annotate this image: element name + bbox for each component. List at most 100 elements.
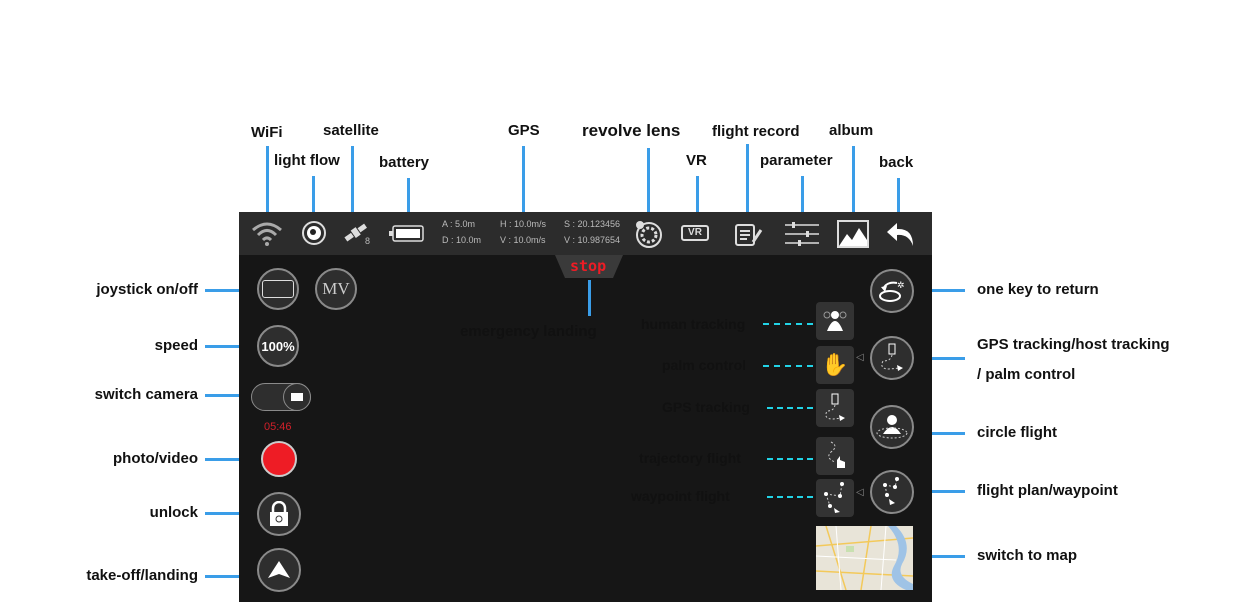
circle-flight-button[interactable] xyxy=(870,405,914,449)
distance-readout: D : 10.0m xyxy=(442,235,482,245)
stop-button[interactable] xyxy=(555,255,623,279)
light-flow-icon[interactable] xyxy=(301,220,327,246)
return-home-button[interactable]: ✲ xyxy=(870,269,914,313)
phone-path-icon xyxy=(825,393,845,421)
pointer-line xyxy=(588,280,591,316)
label-switch-map: switch to map xyxy=(977,547,1078,564)
label-speed: speed xyxy=(154,337,198,354)
flight-record-icon[interactable] xyxy=(733,220,763,248)
return-home-icon: ✲ xyxy=(879,280,905,302)
expand-arrow-icon: ◁ xyxy=(856,352,864,363)
label-circle-flight: circle flight xyxy=(977,424,1058,441)
pointer-line xyxy=(801,176,804,216)
pointer-line xyxy=(897,178,900,216)
label-parameter: parameter xyxy=(760,152,833,169)
label-flight-plan: flight plan/waypoint xyxy=(977,482,1118,499)
dashed-pointer xyxy=(767,496,813,498)
arrow-up-icon xyxy=(268,561,290,578)
battery-icon xyxy=(389,225,424,242)
label-back: back xyxy=(879,154,914,171)
wifi-icon xyxy=(252,222,282,246)
label-gps: GPS xyxy=(508,122,540,139)
pointer-line xyxy=(205,458,250,461)
album-icon[interactable] xyxy=(837,220,869,248)
label-human-tracking: human tracking xyxy=(641,316,746,332)
label-battery: battery xyxy=(379,154,430,171)
pointer-line xyxy=(205,345,250,348)
pointer-line xyxy=(913,490,965,493)
pointer-line xyxy=(266,146,269,218)
status-bar: 8 A : 5.0m D : 10.0m H : 10.0m/s V : 10.… xyxy=(239,212,932,255)
label-waypoint-flight: waypoint flight xyxy=(631,488,730,504)
record-button[interactable] xyxy=(261,441,297,477)
joystick-toggle-button[interactable] xyxy=(257,268,299,310)
pointer-line xyxy=(312,176,315,212)
label-photo-video: photo/video xyxy=(113,450,198,467)
dashed-pointer xyxy=(767,458,813,460)
pointer-line xyxy=(913,357,965,360)
label-wifi: WiFi xyxy=(251,124,283,141)
label-album: album xyxy=(829,122,874,139)
hand-icon: ✋ xyxy=(821,352,849,377)
phone-landscape-icon xyxy=(262,280,294,298)
parameter-icon[interactable] xyxy=(784,221,820,247)
stop-label[interactable]: stop xyxy=(570,257,607,275)
phone-path-icon xyxy=(881,343,903,371)
takeoff-landing-button[interactable] xyxy=(257,548,301,592)
mv-button[interactable]: MV xyxy=(315,268,357,310)
finger-path-icon xyxy=(828,441,845,468)
pointer-line xyxy=(913,289,965,292)
waypoint-plan-button[interactable] xyxy=(870,470,914,514)
camera-icon xyxy=(283,383,311,411)
label-light-flow: light flow xyxy=(274,152,340,169)
speed-button[interactable]: 100% xyxy=(257,325,299,367)
label-flight-record: flight record xyxy=(712,123,800,140)
label-return: one key to return xyxy=(977,281,1099,298)
pointer-line xyxy=(351,146,354,216)
pointer-line xyxy=(746,144,749,216)
dashed-pointer xyxy=(763,323,813,325)
unlock-button[interactable] xyxy=(257,492,301,536)
label-satellite: satellite xyxy=(323,122,379,139)
pointer-line xyxy=(696,176,699,216)
dashed-pointer xyxy=(763,365,813,367)
record-timer: 05:46 xyxy=(264,421,292,433)
satellite-icon xyxy=(344,223,367,242)
label-switch-camera: switch camera xyxy=(94,386,198,403)
label-trajectory-flight: trajectory flight xyxy=(639,450,741,466)
pointer-line xyxy=(205,575,250,578)
pointer-line xyxy=(522,146,525,216)
expand-arrow-icon: ◁ xyxy=(856,487,864,498)
label-unlock: unlock xyxy=(149,504,198,521)
label-gps-tracking-mid: GPS tracking xyxy=(662,399,750,415)
gps-tracking-mode-button[interactable] xyxy=(870,336,914,380)
back-icon[interactable] xyxy=(885,220,917,248)
v-speed-readout: V : 10.0m/s xyxy=(500,235,546,245)
palm-control-button[interactable]: ✋ xyxy=(816,346,854,384)
label-palm-control: palm control xyxy=(662,357,747,373)
svg-text:✲: ✲ xyxy=(897,280,905,290)
waypoint-icon xyxy=(824,482,844,513)
label-gps-tracking: GPS tracking/host tracking xyxy=(977,336,1170,353)
label-gps-tracking-2: / palm control xyxy=(977,366,1076,383)
pointer-line xyxy=(852,146,855,216)
gps-lon-readout: V : 10.987654 xyxy=(564,235,621,245)
waypoint-flight-button[interactable] xyxy=(816,479,854,517)
lock-icon xyxy=(270,501,288,526)
vr-button[interactable]: VR xyxy=(681,225,709,241)
person-orbit-icon xyxy=(876,415,908,439)
switch-camera-toggle[interactable] xyxy=(251,383,311,411)
human-tracking-icon xyxy=(823,311,847,331)
pointer-line xyxy=(913,432,965,435)
dashed-pointer xyxy=(767,407,813,409)
waypoint-icon xyxy=(883,477,899,505)
human-tracking-button[interactable] xyxy=(816,302,854,340)
pointer-line xyxy=(913,555,965,558)
revolve-lens-icon[interactable] xyxy=(634,219,664,249)
altitude-readout: A : 5.0m xyxy=(442,219,476,229)
trajectory-flight-button[interactable] xyxy=(816,437,854,475)
satellite-count: 8 xyxy=(365,236,371,246)
pointer-line xyxy=(407,178,410,216)
gps-tracking-button[interactable] xyxy=(816,389,854,427)
map-thumbnail[interactable] xyxy=(816,526,913,590)
